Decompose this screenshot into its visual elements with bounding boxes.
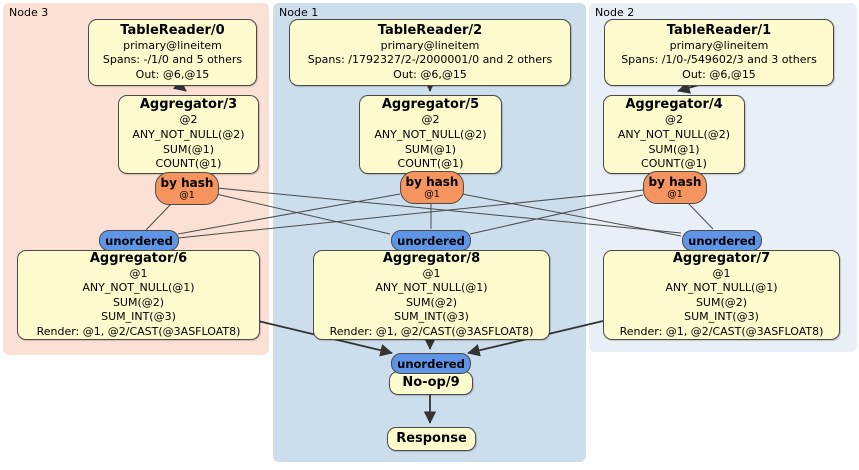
tablereader0-index: primary@lineitem [123, 38, 222, 52]
aggregator8-agg2: SUM(@2) [405, 295, 458, 309]
router-detail: @1 [667, 188, 683, 200]
router-label: by hash [160, 175, 214, 190]
aggregator6-box: Aggregator/6 @1 ANY_NOT_NULL(@1) SUM(@2)… [17, 250, 260, 340]
unordered-sync-final: unordered [391, 353, 471, 374]
tablereader1-box: TableReader/1 primary@lineitem Spans: /1… [604, 19, 834, 86]
router-detail: @1 [424, 188, 440, 200]
aggregator3-box: Aggregator/3 @2 ANY_NOT_NULL(@2) SUM(@1)… [118, 95, 259, 174]
tablereader2-index: primary@lineitem [380, 38, 480, 52]
aggregator6-title: Aggregator/6 [89, 250, 188, 266]
node1-region-label: Node 1 [279, 6, 319, 19]
aggregator7-title: Aggregator/7 [672, 250, 771, 266]
tablereader1-out: Out: @6,@15 [682, 67, 756, 81]
aggregator6-agg3: SUM_INT(@3) [101, 310, 176, 324]
aggregator8-render: Render: @1, @2/CAST(@3ASFLOAT8) [329, 324, 534, 338]
response-title: Response [396, 431, 467, 446]
aggregator7-render: Render: @1, @2/CAST(@3ASFLOAT8) [619, 324, 824, 338]
aggregator5-box: Aggregator/5 @2 ANY_NOT_NULL(@2) SUM(@1)… [359, 95, 502, 174]
node3-region-label: Node 3 [9, 6, 49, 19]
tablereader0-box: TableReader/0 primary@lineitem Spans: -/… [88, 19, 257, 86]
aggregator4-group-cols: @2 [665, 113, 683, 127]
router-label: by hash [405, 174, 459, 189]
aggregator6-agg2: SUM(@2) [112, 295, 165, 309]
aggregator3-agg2: SUM(@1) [162, 142, 215, 156]
aggregator4-agg1: ANY_NOT_NULL(@2) [617, 127, 731, 141]
tablereader0-out: Out: @6,@15 [135, 67, 210, 81]
aggregator6-agg1: ANY_NOT_NULL(@1) [82, 281, 195, 295]
hash-stream-wires [145, 187, 714, 239]
aggregator7-box: Aggregator/7 @1 ANY_NOT_NULL(@1) SUM(@2)… [603, 250, 840, 340]
router-label: by hash [648, 174, 702, 189]
aggregator4-agg3: COUNT(@1) [641, 157, 707, 171]
aggregator3-group-cols: @2 [179, 113, 198, 127]
aggregator5-agg1: ANY_NOT_NULL(@2) [374, 127, 487, 141]
response-box: Response [387, 427, 476, 451]
tablereader0-spans: Spans: -/1/0 and 5 others [102, 53, 243, 67]
aggregator8-title: Aggregator/8 [382, 250, 481, 266]
router-detail: @1 [179, 189, 195, 201]
aggregator8-box: Aggregator/8 @1 ANY_NOT_NULL(@1) SUM(@2)… [313, 250, 550, 340]
aggregator4-box: Aggregator/4 @2 ANY_NOT_NULL(@2) SUM(@1)… [603, 95, 745, 174]
tablereader2-box: TableReader/2 primary@lineitem Spans: /1… [289, 19, 571, 86]
tablereader1-index: primary@lineitem [669, 38, 769, 52]
aggregator3-title: Aggregator/3 [139, 97, 238, 113]
tablereader2-spans: Spans: /1792327/2-/2000001/0 and 2 other… [307, 53, 553, 67]
unordered-sync-node2: unordered [682, 230, 762, 251]
aggregator5-group-cols: @2 [421, 113, 440, 127]
tablereader2-title: TableReader/2 [377, 22, 483, 38]
aggregator6-group-cols: @1 [129, 266, 148, 280]
tablereader0-title: TableReader/0 [120, 22, 225, 38]
aggregator5-title: Aggregator/5 [381, 97, 480, 113]
aggregator7-agg3: SUM_INT(@3) [684, 310, 759, 324]
aggregator8-group-cols: @1 [422, 266, 441, 280]
tablereader1-spans: Spans: /1/0-/549602/3 and 3 others [621, 53, 817, 67]
node2-region-label: Node 2 [595, 6, 635, 19]
aggregator3-agg3: COUNT(@1) [155, 157, 222, 171]
unordered-sync-node3: unordered [99, 230, 179, 251]
aggregator7-agg2: SUM(@2) [695, 295, 748, 309]
aggregator4-agg2: SUM(@1) [648, 142, 700, 156]
noop9-title: No-op/9 [402, 375, 460, 390]
by-hash-router-node1: by hash @1 [400, 171, 464, 204]
unordered-sync-node1: unordered [391, 230, 471, 251]
tablereader1-title: TableReader/1 [666, 22, 772, 38]
aggregator4-title: Aggregator/4 [625, 97, 723, 113]
aggregator7-group-cols: @1 [712, 266, 731, 280]
noop9-box: No-op/9 [389, 371, 473, 395]
aggregator8-agg3: SUM_INT(@3) [394, 310, 469, 324]
tablereader2-out: Out: @6,@15 [393, 67, 467, 81]
aggregator6-render: Render: @1, @2/CAST(@3ASFLOAT8) [36, 324, 241, 338]
by-hash-router-node2: by hash @1 [643, 171, 707, 204]
aggregator8-agg1: ANY_NOT_NULL(@1) [375, 281, 488, 295]
aggregator5-agg3: COUNT(@1) [397, 157, 464, 171]
aggregator7-agg1: ANY_NOT_NULL(@1) [665, 281, 778, 295]
aggregator5-agg2: SUM(@1) [404, 142, 457, 156]
by-hash-router-node3: by hash @1 [155, 172, 219, 205]
aggregator3-agg1: ANY_NOT_NULL(@2) [132, 127, 245, 141]
